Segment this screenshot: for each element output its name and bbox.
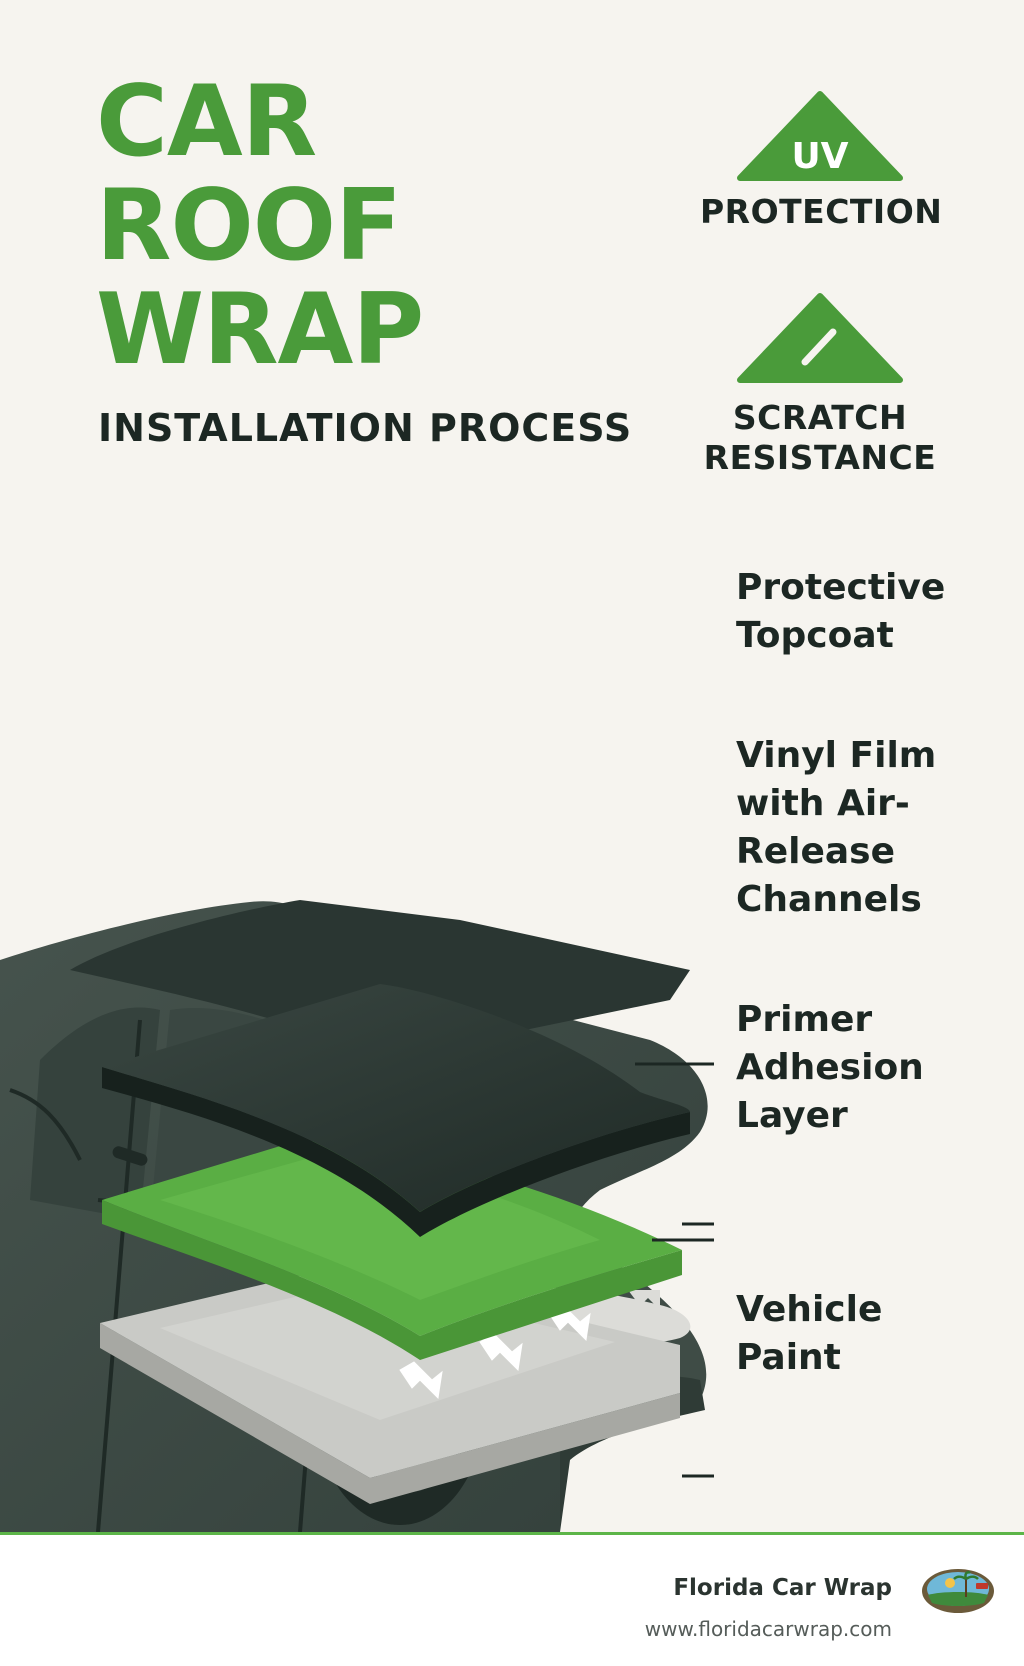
page-subtitle: INSTALLATION PROCESS (98, 406, 633, 450)
scratch-resistance-badge: SCRATCH RESISTANCE (700, 292, 940, 478)
title-line-wrap: WRAP (96, 273, 424, 387)
layer-label-topcoat: Protective Topcoat (736, 567, 946, 656)
footer: Florida Car Wrap www.floridacarwrap.com (0, 1532, 1024, 1666)
roof-layers-illustration (0, 900, 714, 1532)
brand-name: Florida Car Wrap (673, 1575, 892, 1601)
scratch-triangle-icon (737, 293, 903, 383)
protective-topcoat-layer (102, 984, 690, 1237)
layer-label-vinyl: Vinyl Film with Air- Release Channels (736, 735, 937, 920)
layer-label-primer: Primer Adhesion Layer (736, 999, 924, 1136)
scratch-resistance-label: SCRATCH RESISTANCE (703, 398, 937, 477)
vinyl-film-layer (102, 1140, 682, 1360)
layer-label-paint: Vehicle Paint (736, 1289, 883, 1378)
title-line-roof: ROOF (96, 169, 402, 283)
uv-icon-text: UV (791, 136, 849, 177)
uv-triangle-icon (737, 91, 903, 181)
uv-protection-label: PROTECTION (700, 192, 943, 231)
florida-car-wrap-logo-icon (922, 1569, 994, 1613)
title-line-car: CAR (96, 65, 317, 179)
uv-protection-badge: UV PROTECTION (700, 90, 943, 232)
brand-url[interactable]: www.floridacarwrap.com (644, 1617, 892, 1641)
page-title: CAR ROOF WRAP (96, 65, 424, 387)
